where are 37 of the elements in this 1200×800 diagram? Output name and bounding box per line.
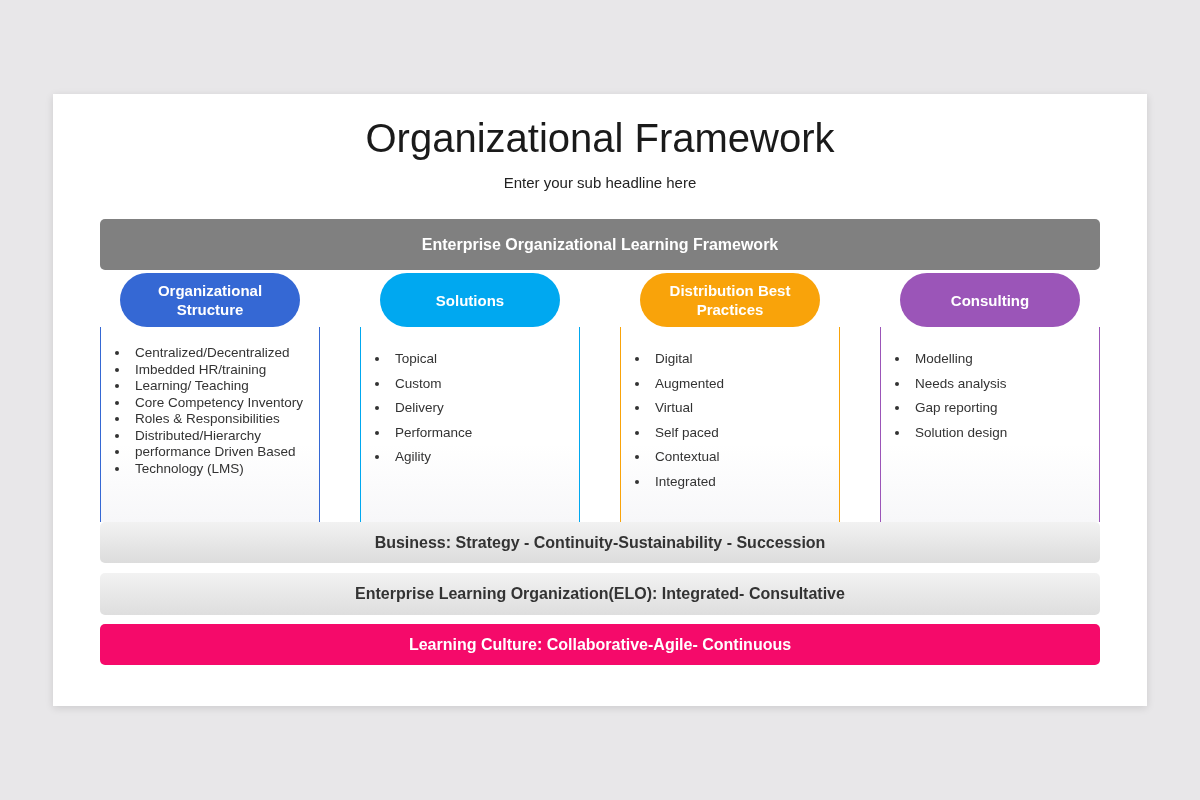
header-bar: Enterprise Organizational Learning Framework	[100, 219, 1100, 270]
list-item: Roles & Responsibilities	[135, 411, 280, 426]
list-item: performance Driven Based	[135, 444, 296, 459]
list-item: Modelling	[915, 351, 973, 366]
heading-pill: Consulting	[900, 273, 1080, 327]
heading-pill: Distribution Best Practices	[640, 273, 820, 327]
list-item: Virtual	[655, 400, 694, 415]
layer-bar: Enterprise Learning Organization(ELO): Integrated- Consultative	[100, 573, 1100, 615]
subtitle: Enter your sub headline here	[502, 174, 698, 191]
list-item: Delivery	[395, 400, 444, 415]
heading-pill: Organizational Structure	[120, 273, 300, 327]
list-item: Core Competency Inventory	[135, 394, 304, 410]
title: Organizational Framework	[364, 116, 836, 161]
layer-bar: Business: Strategy - Continuity-Sustainability - Succession	[100, 522, 1100, 563]
list-item: Needs analysis	[915, 375, 1007, 391]
list-item: Digital	[655, 351, 693, 366]
list-item: Contextual	[655, 449, 720, 464]
list-item: Topical	[395, 351, 438, 366]
list-item: Technology (LMS)	[135, 460, 244, 476]
list-item: Augmented	[655, 375, 725, 391]
foundation-bar: Learning Culture: Collaborative-Agile- Continuous	[100, 624, 1100, 665]
list-item: Learning/ Teaching	[135, 378, 249, 393]
column-card	[880, 327, 1100, 522]
column-card	[100, 327, 320, 522]
list-item: Integrated	[655, 473, 716, 489]
list-item: Distributed/Hierarchy	[135, 427, 262, 443]
list-item: Gap reporting	[915, 400, 998, 415]
list-item: Self paced	[655, 424, 719, 440]
heading-pill: Solutions	[380, 273, 560, 327]
column-card	[360, 327, 580, 522]
list-item: Solution design	[915, 424, 1008, 440]
list-item: Performance	[395, 424, 473, 440]
list-item: Imbedded HR/training	[135, 361, 267, 377]
list-item: Agility	[395, 449, 431, 464]
list-item: Centralized/Decentralized	[135, 345, 290, 360]
column-card	[620, 327, 840, 522]
list-item: Custom	[395, 375, 442, 391]
